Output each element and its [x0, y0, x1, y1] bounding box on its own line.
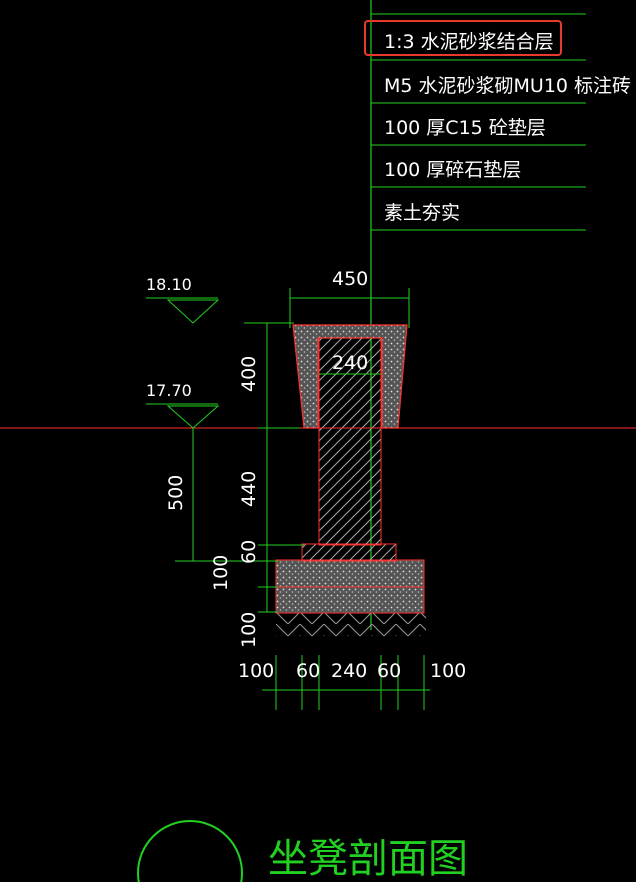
elevation-triangle-icon	[166, 299, 220, 324]
dim-vertical-440: 440	[238, 471, 260, 507]
dim-bottom-100-left: 100	[238, 660, 274, 682]
brick-footing	[301, 543, 397, 562]
dim-vertical-400: 400	[238, 356, 260, 392]
dim-vertical-60: 60	[238, 540, 260, 564]
title-circle-icon	[137, 820, 243, 882]
elevation-triangle-icon	[166, 405, 220, 429]
elevation-ground-label: 17.70	[146, 381, 192, 400]
elevation-ground: 17.70	[146, 381, 220, 429]
concrete-layer	[275, 559, 425, 588]
dim-left-total: 500	[165, 475, 187, 511]
dim-vertical-100b: 100	[238, 612, 260, 648]
elevation-top: 18.10	[146, 275, 220, 324]
highlight-box	[364, 20, 562, 56]
seat-core	[318, 337, 382, 429]
dim-top-width: 450	[332, 268, 368, 290]
brick-stem	[318, 427, 382, 546]
dimension-lines	[175, 288, 430, 710]
dim-inner-width: 240	[332, 352, 368, 374]
callout-item-soil: 素土夯实	[384, 202, 460, 224]
callout-item-concrete: 100 厚C15 砼垫层	[384, 117, 546, 139]
drawing-title: 坐凳剖面图	[268, 836, 468, 882]
dim-bottom-100-right: 100	[430, 660, 466, 682]
dim-bottom-60-left: 60	[296, 660, 320, 682]
bench-section	[275, 324, 426, 636]
dim-bottom-240: 240	[331, 660, 367, 682]
dim-vertical-100a: 100	[210, 555, 232, 591]
callout-item-mortar: 1:3 水泥砂浆结合层	[384, 31, 554, 53]
gravel-layer	[275, 585, 425, 614]
callout-item-brick: M5 水泥砂浆砌MU10 标注砖	[384, 75, 631, 97]
seat-cap	[292, 324, 408, 429]
layer-callout: 1:3 水泥砂浆结合层 M5 水泥砂浆砌MU10 标注砖 100 厚C15 砼垫…	[364, 0, 631, 630]
earth-hatch	[276, 612, 426, 636]
elevation-top-label: 18.10	[146, 275, 192, 294]
dim-bottom-60-right: 60	[377, 660, 401, 682]
callout-item-gravel: 100 厚碎石垫层	[384, 159, 521, 181]
